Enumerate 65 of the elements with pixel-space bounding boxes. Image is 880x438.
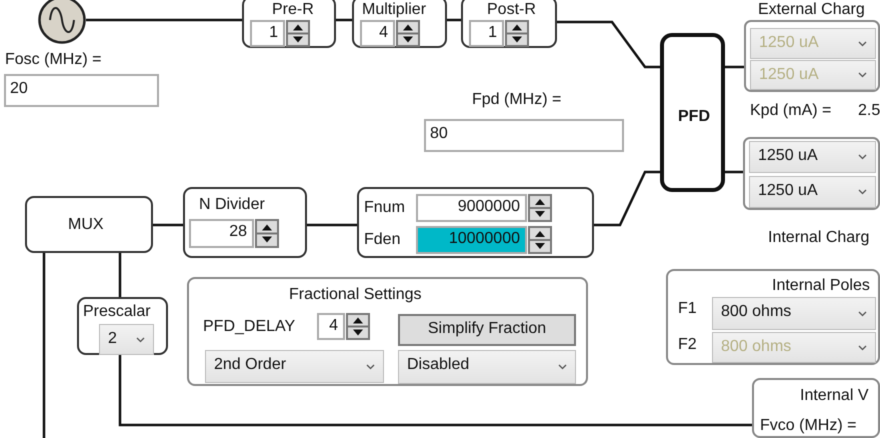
- text-label: Fpd (MHz) =: [472, 92, 562, 108]
- block-box: [461, 0, 557, 48]
- connector-line: [307, 224, 357, 226]
- number-field: 1: [469, 20, 504, 47]
- connector-line: [153, 224, 183, 226]
- dropdown: Disabled: [398, 350, 576, 384]
- dropdown: 1250 uA: [750, 60, 876, 90]
- value-field: 80: [424, 119, 624, 152]
- text-label: 2.5: [858, 103, 880, 119]
- dropdown: 800 ohms: [712, 297, 876, 330]
- field-label: Fnum: [364, 200, 405, 216]
- simplify-button: Simplify Fraction: [398, 314, 576, 346]
- settings-panel: [187, 277, 588, 386]
- number-field: 4: [317, 313, 345, 340]
- block-title: PFD: [678, 109, 710, 125]
- charge-pump-group: [743, 137, 880, 210]
- number-field: 4: [360, 20, 395, 47]
- connector-line: [725, 66, 744, 68]
- number-field: 10000000: [416, 226, 527, 254]
- dropdown: 2nd Order: [205, 350, 384, 383]
- group-heading: External Charg: [758, 2, 865, 18]
- block-box: [357, 187, 594, 258]
- dropdown: 1250 uA: [749, 141, 876, 173]
- connector-line: [118, 253, 122, 297]
- number-field: 28: [189, 219, 254, 248]
- dropdown: 1250 uA: [750, 28, 876, 59]
- block-title: Internal V: [800, 388, 868, 404]
- number-field: 9000000: [416, 194, 527, 222]
- pfd-block: [660, 33, 725, 192]
- block-box: [242, 0, 336, 48]
- connector-line: [557, 20, 660, 68]
- block-box: [77, 297, 168, 355]
- connector-line: [86, 18, 242, 22]
- block-box: [352, 0, 447, 48]
- block-title: N Divider: [199, 197, 265, 213]
- connector-line: [336, 18, 352, 22]
- dropdown: 1250 uA: [749, 176, 876, 208]
- block-box: [183, 187, 307, 258]
- connector-line: [447, 18, 461, 22]
- dropdown: 2: [99, 324, 154, 355]
- connector-line: [118, 355, 752, 426]
- block-title: Post-R: [487, 2, 536, 18]
- oscillator-symbol: [38, 0, 86, 44]
- field-label: Fden: [364, 232, 400, 248]
- block-title: Fractional Settings: [289, 287, 422, 303]
- value-field: 20: [4, 74, 159, 107]
- text-label: Kpd (mA) =: [750, 103, 832, 119]
- dropdown: 800 ohms: [712, 332, 876, 363]
- settings-panel: [666, 269, 880, 365]
- field-label: Fvco (MHz) =: [760, 418, 856, 434]
- field-label: PFD_DELAY: [203, 319, 296, 335]
- text-label: Internal Charg: [768, 230, 870, 246]
- settings-panel: [752, 378, 880, 438]
- block-title: MUX: [68, 217, 104, 233]
- connector-line: [42, 253, 46, 438]
- block-title: Prescalar: [83, 304, 151, 320]
- block-title: Pre-R: [272, 2, 314, 18]
- block-title: Multiplier: [362, 2, 426, 18]
- connector-line: [725, 170, 743, 174]
- field-label: F2: [678, 337, 697, 353]
- block-title: Internal Poles: [772, 278, 870, 294]
- block-box: [25, 196, 153, 253]
- connector-line: [594, 170, 660, 226]
- number-field: 1: [250, 20, 285, 47]
- field-label: F1: [678, 301, 697, 317]
